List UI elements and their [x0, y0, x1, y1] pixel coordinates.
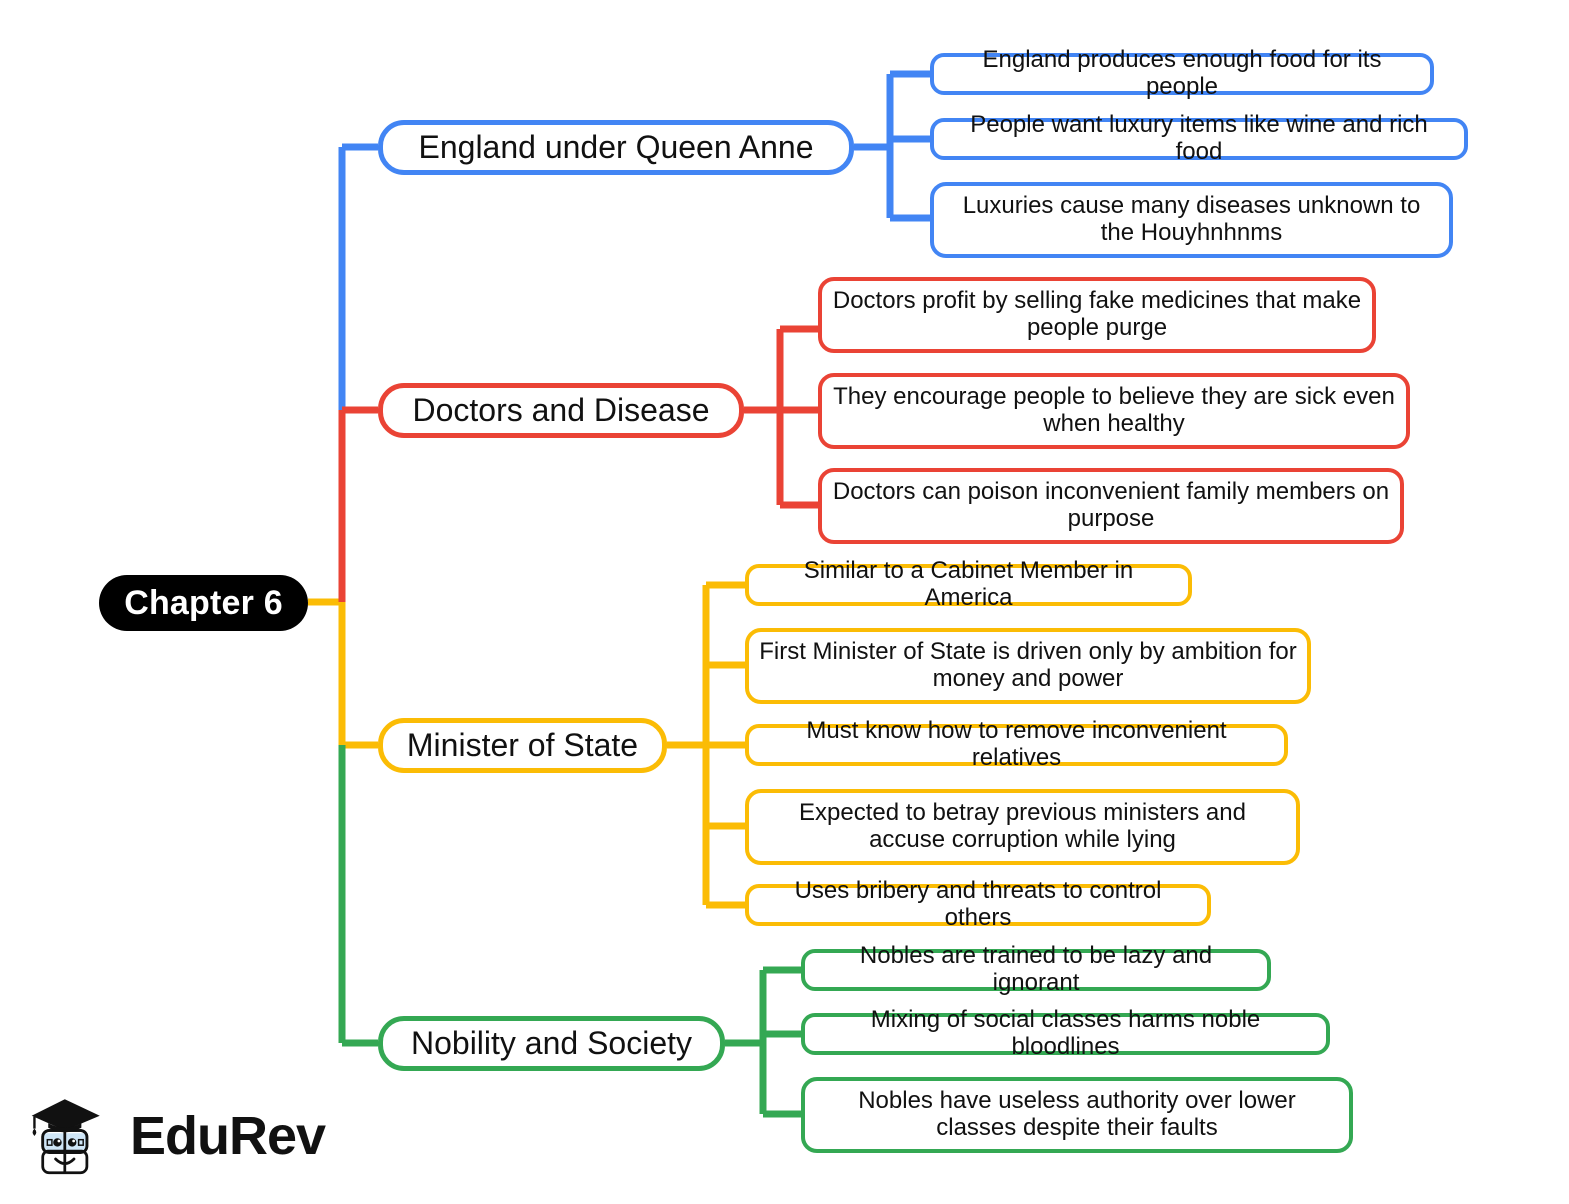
leaf-node-doctors-1[interactable]: Doctors profit by selling fake medicines…: [818, 277, 1376, 353]
branch-node-minister-of-state[interactable]: Minister of State: [378, 718, 667, 773]
leaf-node-label: Uses bribery and threats to control othe…: [794, 877, 1162, 931]
leaf-node-label: Luxuries cause many diseases unknown to …: [962, 192, 1421, 246]
leaf-node-nobility-2[interactable]: Mixing of social classes harms noble blo…: [801, 1006, 1330, 1060]
leaf-node-minister-1[interactable]: Similar to a Cabinet Member in America: [745, 557, 1192, 611]
leaf-node-england-1[interactable]: England produces enough food for its peo…: [930, 46, 1434, 100]
branch-node-england-under-queen-anne[interactable]: England under Queen Anne: [378, 120, 854, 175]
leaf-node-label: People want luxury items like wine and r…: [970, 111, 1428, 165]
branch-node-label: Nobility and Society: [410, 1024, 693, 1061]
leaf-node-label: Mixing of social classes harms noble blo…: [870, 1006, 1261, 1060]
leaf-node-england-3[interactable]: Luxuries cause many diseases unknown to …: [930, 182, 1453, 258]
branch-node-doctors-and-disease[interactable]: Doctors and Disease: [378, 383, 744, 438]
leaf-node-label: Nobles are trained to be lazy and ignora…: [859, 942, 1213, 996]
leaf-node-label: Expected to betray previous ministers an…: [799, 799, 1246, 853]
leaf-node-label: Similar to a Cabinet Member in America: [803, 557, 1134, 611]
leaf-node-minister-4[interactable]: Expected to betray previous ministers an…: [745, 789, 1300, 865]
graduation-cap-book-icon: [31, 1099, 100, 1175]
leaf-node-label: They encourage people to believe they ar…: [833, 383, 1395, 437]
leaf-node-label: Doctors profit by selling fake medicines…: [832, 287, 1362, 341]
branch-node-label: Doctors and Disease: [412, 391, 710, 428]
leaf-node-label: Nobles have useless authority over lower…: [858, 1087, 1296, 1141]
root-node-label: Chapter 6: [124, 583, 283, 622]
branch-node-label: England under Queen Anne: [418, 128, 814, 165]
leaf-node-minister-2[interactable]: First Minister of State is driven only b…: [745, 628, 1311, 704]
edurev-wordmark: EduRev: [130, 1106, 326, 1166]
leaf-node-doctors-3[interactable]: Doctors can poison inconvenient family m…: [818, 468, 1404, 544]
leaf-node-doctors-2[interactable]: They encourage people to believe they ar…: [818, 373, 1410, 449]
branch-node-label: Minister of State: [406, 726, 639, 763]
leaf-node-label: First Minister of State is driven only b…: [759, 638, 1297, 692]
leaf-node-minister-5[interactable]: Uses bribery and threats to control othe…: [745, 877, 1211, 931]
leaf-node-label: Must know how to remove inconvenient rel…: [806, 717, 1227, 771]
leaf-node-label: Doctors can poison inconvenient family m…: [832, 478, 1390, 532]
branch-node-nobility-and-society[interactable]: Nobility and Society: [378, 1016, 725, 1071]
leaf-node-label: England produces enough food for its peo…: [982, 46, 1382, 100]
leaf-node-nobility-1[interactable]: Nobles are trained to be lazy and ignora…: [801, 942, 1271, 996]
leaf-node-england-2[interactable]: People want luxury items like wine and r…: [930, 111, 1468, 165]
root-node-chapter-6[interactable]: Chapter 6: [99, 575, 308, 631]
edurev-logo: EduRev: [28, 1086, 326, 1186]
leaf-node-nobility-3[interactable]: Nobles have useless authority over lower…: [801, 1077, 1353, 1153]
leaf-node-minister-3[interactable]: Must know how to remove inconvenient rel…: [745, 717, 1288, 771]
